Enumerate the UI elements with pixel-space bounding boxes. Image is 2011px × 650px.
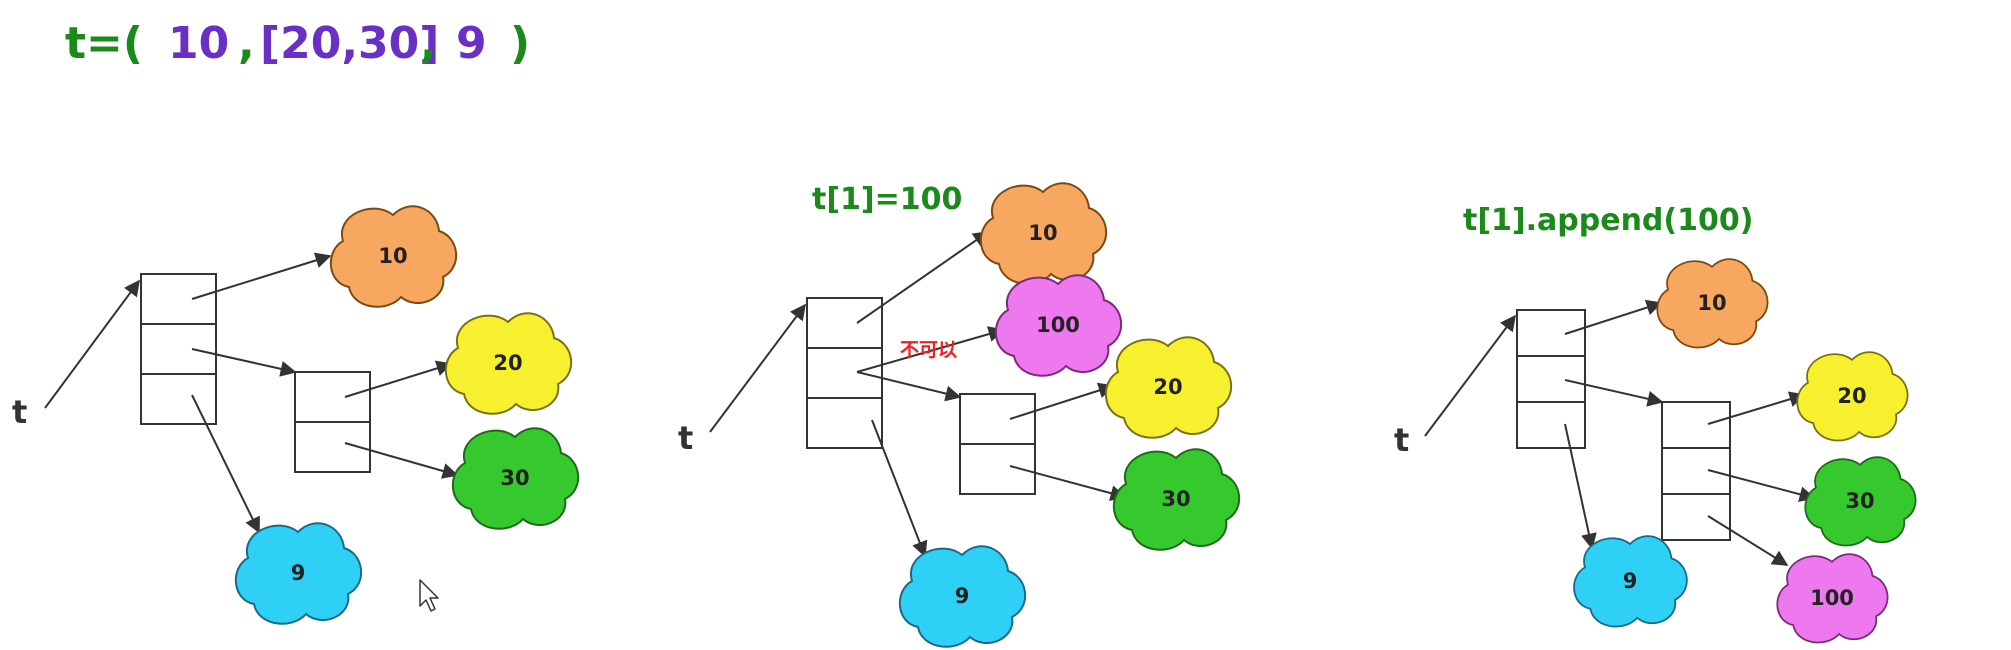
cloud-label: 20	[1837, 384, 1866, 408]
reference-arrow	[44, 279, 140, 409]
cloud-node: 20	[444, 312, 573, 415]
panel-1: t 10 20 30 9	[12, 205, 580, 625]
code-prefix: t=(	[65, 18, 143, 69]
cloud-node: 20	[1104, 336, 1233, 439]
code-item-3: 9	[456, 18, 487, 69]
cloud-label: 9	[1623, 569, 1638, 593]
variable-label: t	[1394, 421, 1409, 459]
cloud-label: 10	[378, 244, 407, 268]
cloud-label: 9	[291, 561, 306, 585]
cloud-label: 30	[500, 466, 529, 490]
cloud-label: 100	[1810, 586, 1854, 610]
pointer-arrow	[871, 419, 928, 558]
pointer-arrow	[191, 394, 260, 534]
pointer-arrow	[1564, 299, 1663, 335]
cloud-label: 9	[955, 584, 970, 608]
code-suffix: )	[510, 18, 530, 69]
panel-caption: t[1]=100	[812, 182, 962, 217]
cloud-node: 30	[451, 427, 580, 530]
pointer-arrow	[1009, 382, 1115, 420]
pointer-arrow	[191, 348, 297, 377]
cloud-node: 10	[979, 182, 1108, 285]
cloud-node: 30	[1804, 456, 1917, 547]
cloud-node: 9	[898, 545, 1027, 648]
cloud-node: 20	[1796, 351, 1909, 442]
pointer-arrow	[1707, 391, 1806, 425]
code-comma-2: ,	[420, 18, 437, 69]
cloud-label: 100	[1036, 313, 1080, 337]
cloud-node: 10	[329, 205, 458, 308]
cloud-node: 9	[1573, 535, 1688, 628]
panel-caption: t[1].append(100)	[1463, 203, 1753, 238]
pointer-arrow	[191, 252, 332, 300]
code-item-1: 10	[168, 18, 229, 69]
tuple-box	[806, 297, 883, 449]
pointer-arrow	[1009, 465, 1127, 501]
reference-arrow	[709, 303, 806, 433]
cloud-node: 30	[1112, 448, 1241, 551]
pointer-arrow	[1564, 423, 1597, 550]
list-box	[959, 393, 1036, 495]
pointer-arrow	[1707, 515, 1789, 566]
cloud-node: 100	[994, 274, 1123, 377]
pointer-arrow	[856, 326, 1005, 373]
panel-2: t[1]=100 t 不可以 10 100 20	[678, 182, 1241, 648]
cloud-node: 9	[234, 522, 363, 625]
reference-arrow	[1424, 314, 1516, 437]
code-item-2: [20,30]	[260, 18, 439, 69]
pointer-arrow	[856, 231, 990, 324]
variable-label: t	[12, 393, 27, 431]
pointer-arrow	[344, 442, 459, 479]
cloud-node: 100	[1776, 553, 1889, 644]
pointer-arrow	[856, 371, 962, 402]
cloud-label: 30	[1161, 487, 1190, 511]
panel-3: t[1].append(100) t 10 20 30	[1394, 203, 1917, 644]
cloud-node: 10	[1656, 258, 1769, 349]
cloud-label: 20	[1153, 375, 1182, 399]
pointer-arrow	[1707, 469, 1816, 503]
variable-label: t	[678, 419, 693, 457]
pointer-arrow	[344, 360, 453, 398]
list-box	[1661, 401, 1731, 541]
tuple-box	[1516, 309, 1586, 449]
cloud-label: 20	[493, 351, 522, 375]
pointer-arrow	[1564, 379, 1664, 407]
mouse-pointer-icon	[419, 579, 439, 612]
cloud-label: 10	[1697, 291, 1726, 315]
cloud-label: 10	[1028, 221, 1057, 245]
warning-label: 不可以	[900, 339, 957, 361]
list-box	[294, 371, 371, 473]
code-comma-1: ,	[238, 18, 255, 69]
tuple-box	[140, 273, 217, 425]
cloud-label: 30	[1845, 489, 1874, 513]
